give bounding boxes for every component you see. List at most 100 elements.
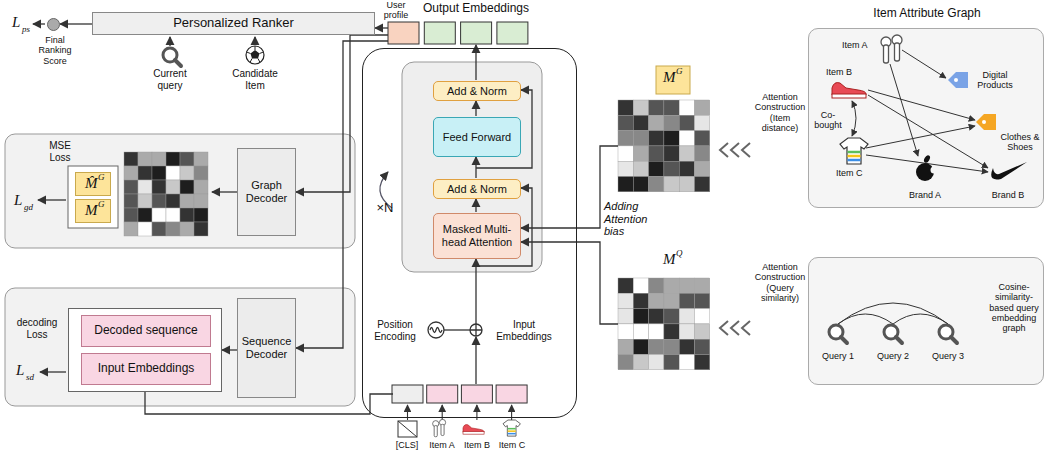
matrix-cell bbox=[664, 146, 679, 161]
matrix-cell bbox=[649, 324, 664, 339]
matrix-cell bbox=[695, 146, 710, 161]
text-label: Current query bbox=[146, 68, 194, 91]
matrix-cell bbox=[152, 194, 166, 208]
matrix-cell bbox=[180, 208, 194, 222]
input-items bbox=[398, 419, 520, 437]
embedding-cell bbox=[461, 22, 492, 44]
matrix-cell bbox=[664, 355, 679, 370]
matrix-cell bbox=[618, 115, 633, 130]
matrix-cell bbox=[124, 208, 138, 222]
node-text: Feed Forward bbox=[443, 131, 511, 144]
matrix-cell bbox=[152, 152, 166, 166]
edge-label: Adding Attention bias bbox=[604, 200, 666, 238]
text-label: Attention Construction (Item distance) bbox=[752, 92, 808, 133]
node-text: Personalized Ranker bbox=[173, 16, 294, 31]
matrix-cell bbox=[649, 177, 664, 192]
decoder-box: Graph Decoder bbox=[237, 148, 296, 236]
loss-group: MSE LossM̂GMG bbox=[66, 146, 212, 240]
matrix-cell bbox=[180, 180, 194, 194]
decoration-stroke bbox=[838, 303, 948, 324]
matrix-cell bbox=[679, 146, 694, 161]
matrix-cell bbox=[633, 146, 648, 161]
matrix-cell bbox=[124, 166, 138, 180]
matrix-cell bbox=[166, 166, 180, 180]
decoration-stroke bbox=[838, 314, 893, 324]
matrix-cell bbox=[695, 278, 710, 293]
matrix-cell bbox=[664, 309, 679, 324]
text-label: ps bbox=[22, 24, 30, 34]
decoration-stroke bbox=[656, 66, 690, 94]
decoration-stroke bbox=[398, 421, 417, 437]
matrix-cell bbox=[695, 161, 710, 176]
matrix-cell bbox=[664, 293, 679, 308]
text-label: Query 3 bbox=[928, 351, 968, 361]
decoration-stroke bbox=[852, 50, 988, 172]
node-text: decoding Loss bbox=[11, 317, 63, 340]
matrix-cell bbox=[194, 194, 208, 208]
embedding-row: Output Embeddings bbox=[388, 22, 528, 44]
decoration-stroke bbox=[503, 420, 520, 436]
matrix-cell bbox=[679, 100, 694, 115]
matrix-cell bbox=[664, 131, 679, 146]
matrix-cell bbox=[618, 146, 633, 161]
matrix-cell bbox=[649, 115, 664, 130]
matrix-cell bbox=[649, 293, 664, 308]
matrix-cell bbox=[664, 339, 679, 354]
text-label: Query 1 bbox=[818, 351, 858, 361]
text-label: L bbox=[16, 362, 24, 379]
decoration-stroke bbox=[402, 62, 542, 272]
decoration-stroke bbox=[991, 162, 1027, 180]
matrix-cell bbox=[633, 131, 648, 146]
decoration-stroke bbox=[954, 78, 958, 82]
node-text: M̂ bbox=[85, 175, 98, 192]
node-text: G bbox=[98, 199, 105, 209]
matrix-cell bbox=[180, 194, 194, 208]
decoration-stroke bbox=[246, 46, 264, 64]
chevron bbox=[742, 321, 750, 335]
node-text: Masked Multi-head Attention bbox=[437, 223, 517, 248]
matrix-cell bbox=[194, 166, 208, 180]
decoration-stroke bbox=[444, 329, 470, 330]
graph-panel: Item Attribute Graph bbox=[808, 28, 1044, 208]
text-label: [CLS] bbox=[389, 440, 425, 450]
text-label: Item C bbox=[836, 168, 863, 178]
chevron bbox=[731, 143, 739, 157]
node-text: Input Embeddings bbox=[487, 319, 561, 342]
query-graph bbox=[829, 303, 957, 343]
matrix-cell bbox=[633, 309, 648, 324]
matrix-cell bbox=[633, 324, 648, 339]
matrix-cell bbox=[138, 222, 152, 236]
decoration-stroke bbox=[939, 325, 957, 343]
chevrons bbox=[720, 143, 750, 335]
decoration-stroke bbox=[33, 23, 45, 24]
matrix-cell bbox=[633, 355, 648, 370]
matrix-cell bbox=[695, 177, 710, 192]
matrix-cell bbox=[695, 324, 710, 339]
matrix-cell bbox=[194, 222, 208, 236]
matrix-cell bbox=[152, 222, 166, 236]
decoration-stroke bbox=[808, 257, 1044, 385]
matrix-cell bbox=[679, 309, 694, 324]
connector bbox=[521, 242, 618, 324]
embedding-cell bbox=[427, 385, 458, 403]
matrix-cell bbox=[695, 131, 710, 146]
decoration-stroke bbox=[866, 126, 975, 148]
matrix-cell bbox=[695, 100, 710, 115]
matrix-cell bbox=[618, 278, 633, 293]
matrix-note: M̂G bbox=[75, 172, 111, 196]
decoration-stroke bbox=[163, 48, 181, 66]
decoration-stroke bbox=[475, 259, 476, 324]
node-text: Item Attribute Graph bbox=[847, 7, 1007, 21]
matrix-cell bbox=[695, 355, 710, 370]
text-label: gd bbox=[24, 202, 33, 212]
decoration-stroke bbox=[5, 134, 355, 248]
text-label: Brand A bbox=[905, 190, 945, 200]
text-label: User profile bbox=[377, 0, 415, 21]
matrix-cell bbox=[152, 208, 166, 222]
embedding-row: Input Embeddings bbox=[393, 386, 528, 404]
graph-panel: Cosine-similarity-based query embedding … bbox=[808, 257, 1044, 385]
decoration-stroke bbox=[5, 288, 355, 406]
decoration-stroke bbox=[829, 325, 847, 343]
text-label: Item C bbox=[495, 440, 529, 450]
